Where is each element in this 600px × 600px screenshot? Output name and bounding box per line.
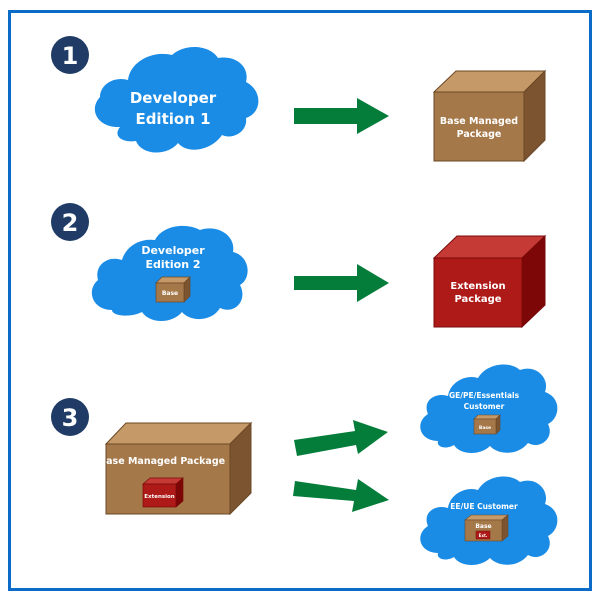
step-badge: 1 [51, 36, 89, 74]
step-number: 1 [62, 42, 79, 70]
box-base-managed-package-large: Base Managed Package Extension [99, 421, 253, 516]
inner-box-label: Base [479, 425, 491, 431]
arrow-down-right-icon [293, 479, 389, 512]
cloud-label-line-1: Developer [141, 244, 205, 257]
box-label-line-2: Package [457, 129, 502, 140]
arrow-right-icon [294, 98, 389, 134]
cloud-ge-pe-essentials-customer: GE/PE/Essentials Customer Base [420, 364, 558, 454]
arrow-right-icon [294, 264, 389, 302]
cloud-label-line-2: Edition 1 [135, 110, 210, 128]
inner-box-label: Base [162, 290, 178, 297]
cloud-developer-edition-1: Developer Edition 1 [94, 47, 259, 153]
inner-box-extension: Extension [142, 477, 184, 508]
cloud-label: EE/UE Customer [450, 502, 518, 511]
step-2: 2 Developer Edition 2 Base Extension Pac… [51, 203, 547, 329]
step-number: 3 [62, 404, 79, 432]
inner-box-label: Extension [144, 494, 175, 500]
cloud-label-line-2: Edition 2 [145, 258, 200, 271]
step-number: 2 [62, 209, 79, 237]
cloud-ee-ue-customer: EE/UE Customer Base Ext. [420, 476, 558, 566]
box-label-line-1: Base Managed [440, 116, 518, 127]
cloud-label-line-1: GE/PE/Essentials [449, 391, 520, 400]
arrow-up-right-icon [294, 420, 388, 456]
step-badge: 2 [51, 203, 89, 241]
box-label-line-2: Package [454, 294, 501, 305]
box-label-line-1: Extension [450, 281, 505, 292]
inner-ext-label: Ext. [479, 533, 488, 538]
inner-box-label: Base [475, 523, 491, 530]
box-label: Base Managed Package [99, 456, 225, 467]
box-base-managed-package: Base Managed Package [432, 69, 547, 163]
inner-ext-box: Ext. [475, 530, 491, 540]
inner-box-base: Base [473, 414, 501, 435]
cloud-label-line-2: Customer [464, 402, 505, 411]
inner-box-base: Base Ext. [464, 514, 509, 542]
inner-box-base: Base [155, 276, 191, 303]
step-badge: 3 [51, 398, 89, 436]
diagram-frame [8, 10, 592, 591]
cloud-label-line-1: Developer [130, 89, 217, 107]
step-1: 1 Developer Edition 1 Base Managed Packa… [51, 36, 547, 163]
cloud-developer-edition-2: Developer Edition 2 Base [91, 225, 248, 321]
box-extension-package: Extension Package [432, 234, 547, 329]
step-3: 3 Base Managed Package Extension GE/PE/E… [51, 364, 558, 566]
